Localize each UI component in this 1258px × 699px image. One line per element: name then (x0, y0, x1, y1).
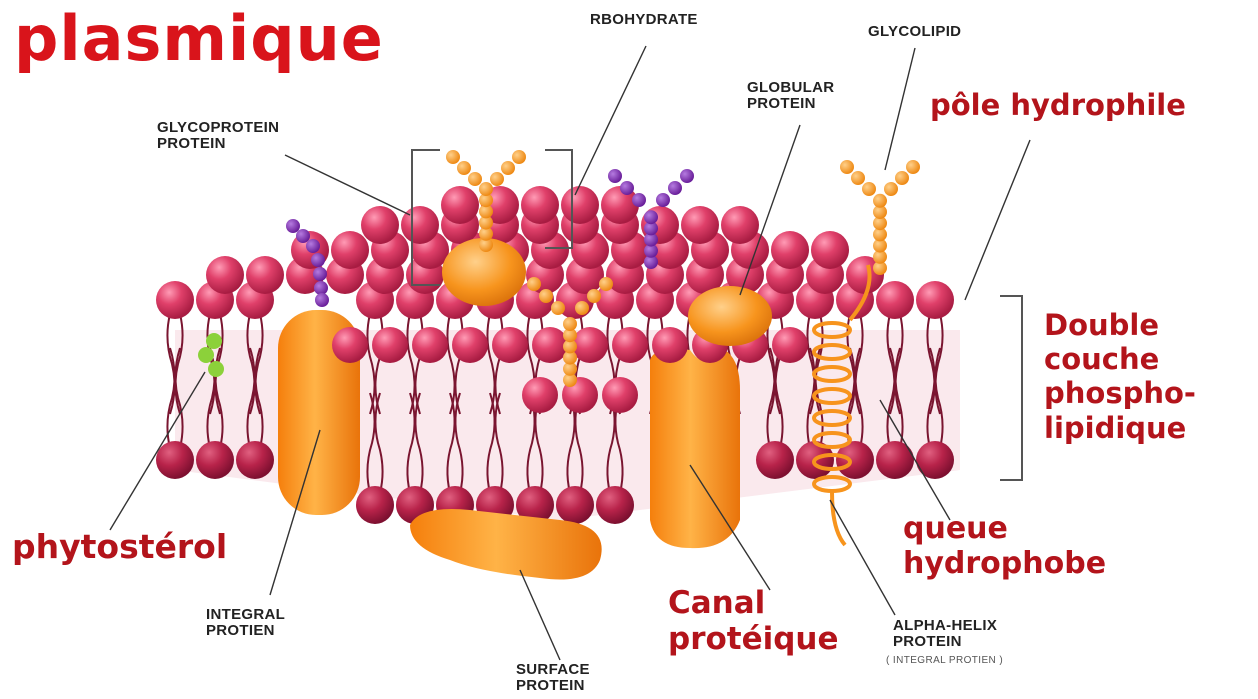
phospholipid-head-upper (811, 231, 849, 269)
phospholipid-head-upper (721, 206, 759, 244)
label-alpha-helix-note: ( INTEGRAL PROTIEN ) (886, 656, 1003, 667)
phospholipid-head-upper (206, 256, 244, 294)
phospholipid-head-lower (596, 486, 634, 524)
label-integral-protein: INTEGRAL PROTIEN (206, 607, 285, 639)
label-pole-hydrophile: pôle hydrophile (930, 90, 1186, 120)
phospholipid-head-upper (412, 327, 448, 363)
phospholipid-head-upper (602, 377, 638, 413)
label-globular-protein: GLOBULAR PROTEIN (747, 80, 834, 112)
label-double-couche: Double couche phospho- lipidique (1044, 308, 1196, 445)
phospholipid-head-upper (441, 186, 479, 224)
label-canal-proteique: Canal protéique (668, 586, 839, 657)
label-queue-hydrophobe: queue hydrophobe (903, 512, 1106, 581)
phospholipid-head-upper (246, 256, 284, 294)
phospholipid-head-upper (601, 186, 639, 224)
label-phytosterol: phytostérol (12, 530, 227, 565)
phospholipid-head-lower (556, 486, 594, 524)
phospholipid-head-lower (756, 441, 794, 479)
phospholipid-head-upper (772, 327, 808, 363)
phospholipid-head-upper (522, 377, 558, 413)
phospholipid-head-upper (332, 327, 368, 363)
phospholipid-head-upper (771, 231, 809, 269)
label-surface-protein: SURFACE PROTEIN (516, 662, 590, 694)
phospholipid-head-upper (532, 327, 568, 363)
phospholipid-head-upper (652, 327, 688, 363)
phospholipid-head-upper (612, 327, 648, 363)
double-couche-bracket (1000, 296, 1022, 480)
phospholipid-head-upper (521, 186, 559, 224)
phospholipid-head-upper (361, 206, 399, 244)
phospholipid-head-lower (236, 441, 274, 479)
phospholipid-head-upper (561, 186, 599, 224)
phospholipid-head-upper (401, 206, 439, 244)
diagram-title: plasmique (14, 6, 384, 71)
label-carbohydrate: RBOHYDRATE (590, 12, 698, 28)
phospholipid-head-upper (452, 327, 488, 363)
label-glycoprotein: GLYCOPROTEIN PROTEIN (157, 120, 279, 152)
phospholipid-head-upper (681, 206, 719, 244)
phospholipid-head-lower (916, 441, 954, 479)
phospholipid-head-upper (572, 327, 608, 363)
phospholipid-head-upper (876, 281, 914, 319)
phospholipid-head-upper (156, 281, 194, 319)
channel-protein-shape (650, 349, 740, 548)
phospholipid-head-upper (492, 327, 528, 363)
phospholipid-head-lower (156, 441, 194, 479)
phospholipid-head-lower (196, 441, 234, 479)
phospholipid-head-upper (331, 231, 369, 269)
label-glycolipid: GLYCOLIPID (868, 24, 961, 40)
phospholipid-head-upper (372, 327, 408, 363)
phospholipid-head-lower (876, 441, 914, 479)
phospholipid-head-lower (356, 486, 394, 524)
glycolipid-chain (840, 160, 920, 275)
label-alpha-helix: ALPHA-HELIX PROTEIN (893, 618, 997, 650)
globular-protein-shape (688, 286, 772, 346)
phospholipid-head-upper (916, 281, 954, 319)
